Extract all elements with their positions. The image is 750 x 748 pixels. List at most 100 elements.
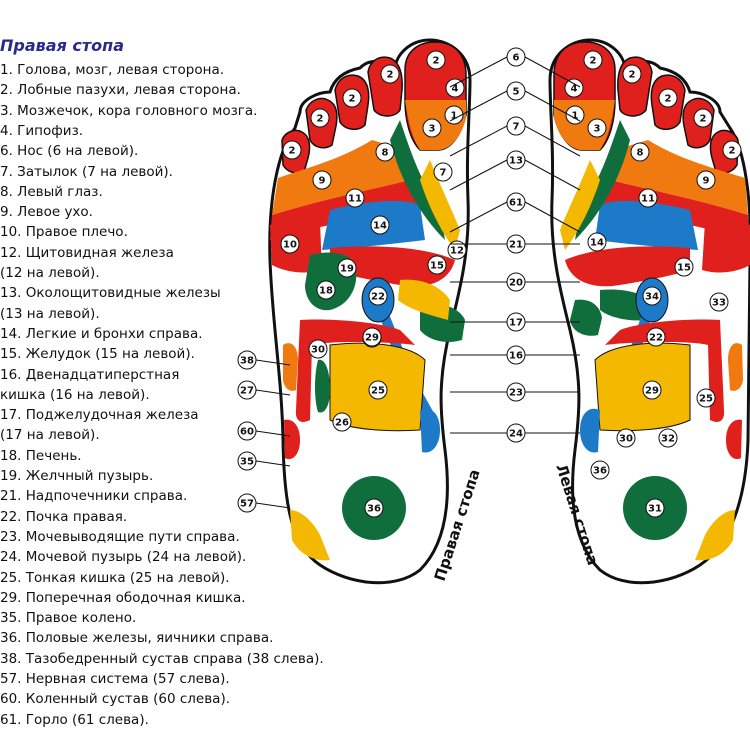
zone-marker-circle: [506, 116, 526, 136]
zone-marker-label: 12: [450, 246, 464, 257]
zone-marker-circle: [308, 339, 328, 359]
zone-marker-label: 27: [240, 386, 254, 397]
zone-marker-label: 8: [382, 148, 389, 159]
zone-marker: 22: [368, 286, 388, 306]
zone-marker: 60: [237, 421, 257, 441]
zone-marker-circle: [506, 47, 526, 67]
legend-item: 15. Желудок (15 на левой).: [0, 346, 195, 363]
shoulder-red-left: [702, 219, 750, 273]
side-red-left: [726, 419, 742, 460]
zone-marker-circle: [282, 140, 302, 160]
legend-item: 16. Двенадцатиперстная: [0, 366, 180, 383]
side-orange-left: [728, 343, 743, 391]
connector-line: [524, 125, 581, 157]
zone-marker-circle: [345, 188, 365, 208]
zone-marker-circle: [564, 78, 584, 98]
zone-marker-circle: [370, 215, 390, 235]
legend-item: 9. Левое ухо.: [0, 204, 93, 221]
zone-marker: 4: [445, 78, 465, 98]
zone-marker: 14: [587, 232, 607, 252]
zone-marker-circle: [312, 170, 332, 190]
legend-item: 61. Горло (61 слева).: [0, 711, 149, 728]
zone-marker: 11: [345, 188, 365, 208]
legend-item: 2. Лобные пазухи, левая сторона.: [0, 82, 241, 99]
zone-marker: 26: [332, 412, 352, 432]
zone-marker-label: 36: [593, 466, 607, 477]
zone-marker-circle: [237, 421, 257, 441]
zone-marker-circle: [658, 428, 678, 448]
zone-marker-circle: [237, 451, 257, 471]
legend-item: 19. Желчный пузырь.: [0, 468, 154, 484]
connector-line: [255, 460, 291, 467]
legend-item: (13 на левой).: [0, 305, 100, 322]
zone-marker-label: 9: [703, 176, 710, 187]
zone-marker-label: 3: [429, 124, 436, 135]
zone-marker-label: 60: [240, 427, 254, 438]
zone-marker-label: 15: [677, 263, 691, 274]
legend-item: 22. Почка правая.: [0, 508, 128, 525]
zone-marker-label: 2: [590, 56, 597, 67]
forefoot-orange-right: [272, 140, 410, 215]
zone-marker: 30: [308, 339, 328, 359]
zone-marker: 2: [310, 108, 330, 128]
side-red-right: [284, 419, 300, 460]
zone-marker: 34: [642, 286, 662, 306]
zone-marker: 30: [616, 428, 636, 448]
zone-marker: 13: [506, 150, 526, 170]
center-connector-lines: [449, 56, 581, 434]
zone-marker: 9: [696, 170, 716, 190]
small-intestine-yellow-left: [594, 342, 691, 432]
zone-marker-circle: [362, 327, 382, 347]
zone-marker-label: 35: [240, 457, 254, 468]
zone-marker-circle: [693, 108, 713, 128]
zone-marker: 1: [565, 105, 585, 125]
green-diagonal-right: [390, 120, 445, 240]
zone-marker-label: 11: [348, 194, 362, 205]
zone-marker-circle: [565, 105, 585, 125]
legend-item: 35. Правое колено.: [0, 610, 137, 627]
zone-marker-circle: [506, 272, 526, 292]
zone-marker-circle: [642, 286, 662, 306]
yellow-band-right: [420, 160, 460, 250]
legend-item: 3. Мозжечок, кора головного мозга.: [0, 102, 258, 119]
zone-marker: 2: [426, 50, 446, 70]
zone-marker-label: 21: [509, 240, 523, 251]
zone-marker-circle: [674, 257, 694, 277]
zone-marker-label: 16: [509, 351, 523, 362]
side-orange-right: [283, 343, 298, 391]
zone-marker-circle: [722, 140, 742, 160]
zone-marker-label: 2: [629, 70, 636, 81]
zone-marker-circle: [630, 142, 650, 162]
zone-marker-label: 29: [365, 333, 379, 344]
zone-marker: 3: [587, 118, 607, 138]
zone-marker: 31: [645, 498, 665, 518]
zone-marker-circle: [444, 105, 464, 125]
zone-marker: 14: [370, 215, 390, 235]
zone-marker: 17: [506, 312, 526, 332]
zone-marker: 29: [362, 327, 382, 347]
zone-marker-label: 14: [590, 238, 604, 249]
zone-marker-label: 15: [430, 261, 444, 272]
connector-line: [524, 159, 581, 191]
zone-marker: 15: [427, 255, 447, 275]
zone-marker-circle: [642, 380, 662, 400]
legend-item: 29. Поперечная ободочная кишка.: [0, 589, 246, 606]
zone-marker-circle: [342, 88, 362, 108]
connector-line: [449, 90, 508, 122]
connector-line: [449, 201, 508, 233]
zone-marker-circle: [646, 327, 666, 347]
lung-blue-left: [595, 200, 698, 250]
zone-marker: 22: [646, 327, 666, 347]
legend-item: 8. Левый глаз.: [0, 183, 103, 200]
legend-item: 13. Околощитовидные железы: [0, 285, 221, 302]
zone-marker-label: 7: [440, 168, 447, 179]
zone-marker-label: 30: [311, 345, 325, 356]
zone-marker: 57: [237, 493, 257, 513]
zone-marker: 9: [312, 170, 332, 190]
connector-line: [255, 502, 291, 509]
zone-marker-label: 24: [509, 429, 523, 440]
